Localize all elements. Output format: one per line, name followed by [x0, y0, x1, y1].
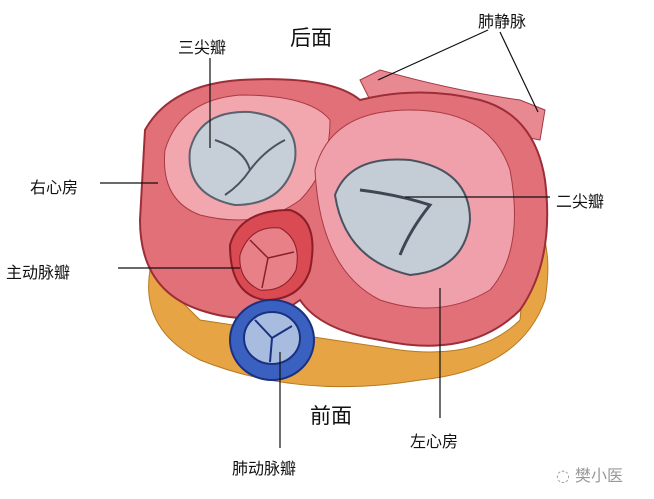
label-pulmonary-valve: 肺动脉瓣: [232, 459, 297, 478]
label-aortic-valve: 主动脉瓣: [6, 263, 71, 282]
label-posterior: 后面: [290, 26, 332, 50]
label-left-atrium: 左心房: [410, 432, 459, 451]
watermark: ◌ 樊小医: [556, 466, 624, 485]
leader-lines: [100, 29, 550, 448]
label-anterior: 前面: [310, 404, 352, 428]
label-pulmonary-veins: 肺静脉: [478, 12, 527, 31]
wechat-icon: ◌: [556, 466, 576, 485]
label-right-atrium: 右心房: [30, 178, 79, 197]
tricuspid-valve: [188, 110, 297, 207]
label-mitral-valve: 二尖瓣: [556, 192, 605, 211]
mitral-valve: [333, 158, 472, 277]
label-tricuspid-valve: 三尖瓣: [178, 38, 227, 57]
